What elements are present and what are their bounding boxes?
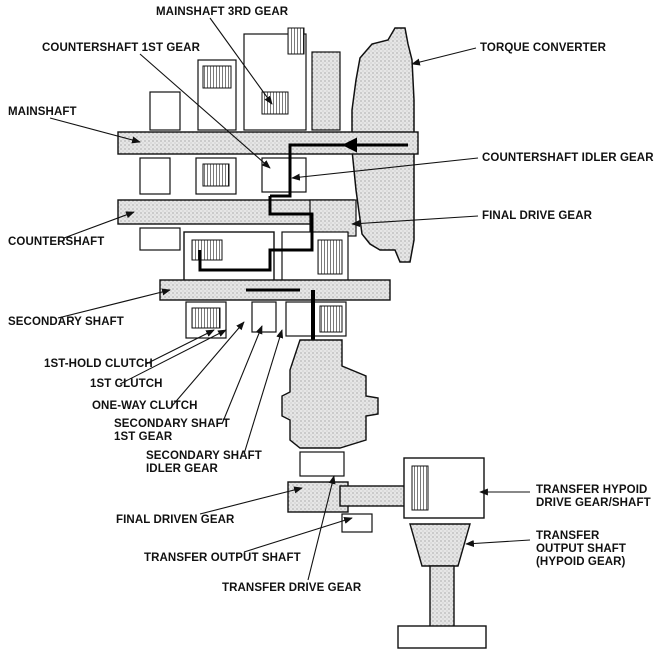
label-secondary-shaft-idler-gear-line-1: SECONDARY SHAFT [146, 450, 262, 462]
label-final-drive-gear: FINAL DRIVE GEAR [482, 210, 593, 222]
label-secondary-shaft-1st-gear-line-1: SECONDARY SHAFT [114, 418, 230, 430]
secondary-shaft-assembly [159, 231, 391, 339]
label-mainshaft: MAINSHAFT [8, 106, 77, 118]
label-countershaft-idler-gear: COUNTERSHAFT IDLER GEAR [482, 152, 654, 164]
label-torque-converter: TORQUE CONVERTER [480, 42, 606, 54]
label-transfer-output-hypoid-line-3: (HYPOID GEAR) [536, 556, 626, 568]
label-1st-clutch: 1ST CLUTCH [90, 378, 163, 390]
label-secondary-shaft-idler-gear-line-2: IDLER GEAR [146, 463, 218, 475]
transfer-assembly [339, 457, 487, 649]
mainshaft-assembly [117, 27, 419, 195]
label-transfer-hypoid-drive-gear-shaft: TRANSFER HYPOID DRIVE GEAR/SHAFT [536, 484, 651, 510]
label-transfer-output-hypoid-line-2: OUTPUT SHAFT [536, 543, 626, 555]
label-one-way-clutch: ONE-WAY CLUTCH [92, 400, 198, 412]
label-transfer-output-shaft: TRANSFER OUTPUT SHAFT [144, 552, 301, 564]
label-transfer-output-hypoid-line-1: TRANSFER [536, 530, 600, 542]
leader-lines [49, 17, 531, 581]
label-transfer-output-shaft-hypoid-gear: TRANSFER OUTPUT SHAFT (HYPOID GEAR) [536, 530, 626, 569]
label-transfer-hypoid-line-1: TRANSFER HYPOID [536, 484, 648, 496]
label-transfer-hypoid-line-2: DRIVE GEAR/SHAFT [536, 497, 651, 509]
label-secondary-shaft-1st-gear-line-2: 1ST GEAR [114, 431, 173, 443]
label-mainshaft-3rd-gear: MAINSHAFT 3RD GEAR [156, 6, 289, 18]
label-countershaft: COUNTERSHAFT [8, 236, 105, 248]
label-final-driven-gear: FINAL DRIVEN GEAR [116, 514, 235, 526]
label-secondary-shaft-1st-gear: SECONDARY SHAFT 1ST GEAR [114, 418, 230, 444]
label-transfer-drive-gear: TRANSFER DRIVE GEAR [222, 582, 362, 594]
label-1st-hold-clutch: 1ST-HOLD CLUTCH [44, 358, 153, 370]
label-secondary-shaft: SECONDARY SHAFT [8, 316, 124, 328]
label-secondary-shaft-idler-gear: SECONDARY SHAFT IDLER GEAR [146, 450, 262, 476]
label-countershaft-1st-gear: COUNTERSHAFT 1ST GEAR [42, 42, 200, 54]
countershaft-assembly [117, 199, 357, 251]
